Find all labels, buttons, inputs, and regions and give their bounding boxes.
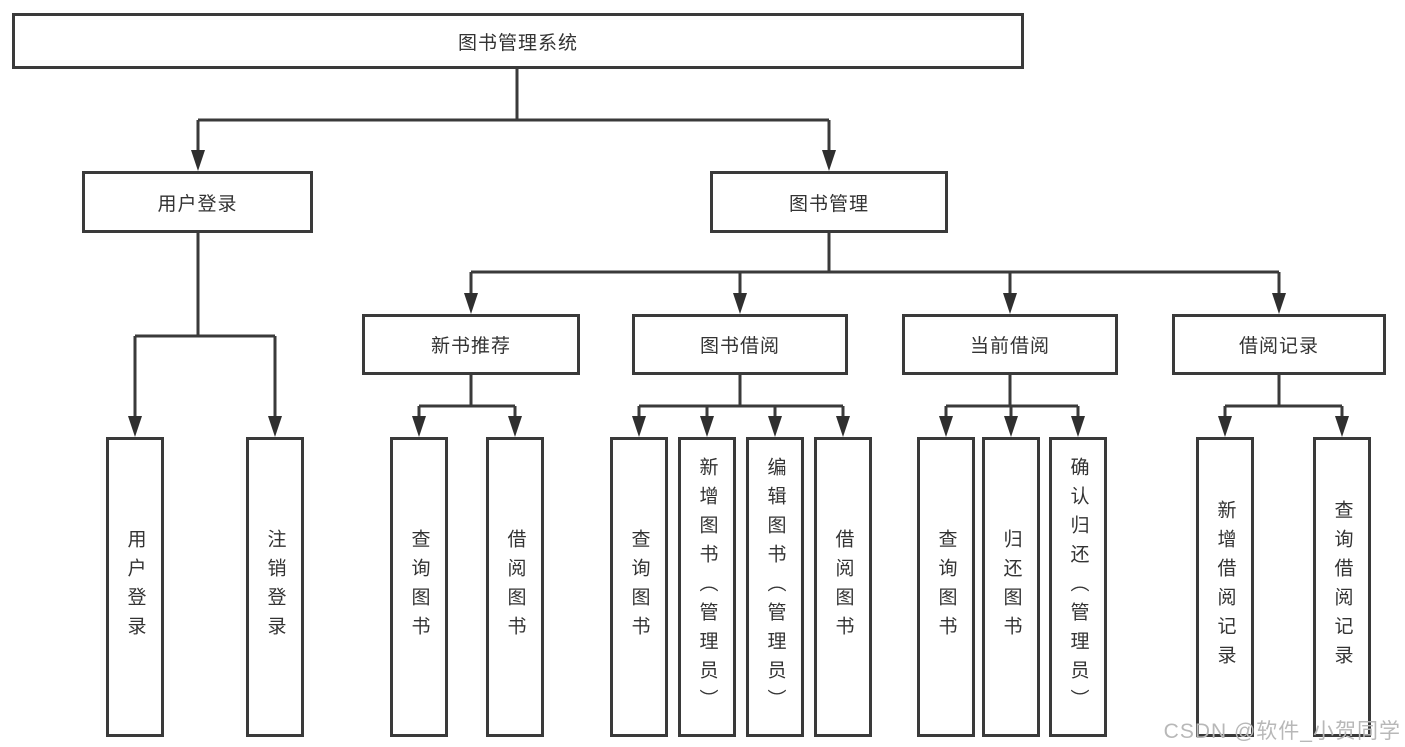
node-current-borrowing: 当前借阅 (902, 314, 1118, 375)
node-label: 新增图书（管理员） (696, 456, 718, 718)
node-label: 用户登录 (124, 529, 146, 645)
node-label: 注销登录 (264, 529, 286, 645)
node-book-borrowing: 图书借阅 (632, 314, 848, 375)
leaf-add-borrow-record: 新增借阅记录 (1196, 437, 1254, 737)
node-label: 查询图书 (408, 529, 430, 645)
node-label: 归还图书 (1000, 529, 1022, 645)
node-label: 图书管理系统 (457, 32, 578, 54)
node-new-book-recommendation: 新书推荐 (362, 314, 580, 375)
node-user-login: 用户登录 (82, 171, 313, 233)
leaf-confirm-return-admin: 确认归还（管理员） (1049, 437, 1107, 737)
node-label: 用户登录 (157, 193, 238, 215)
node-label: 新书推荐 (430, 336, 511, 357)
node-label: 编辑图书（管理员） (764, 456, 786, 718)
leaf-query-books-recommend: 查询图书 (390, 437, 448, 737)
node-label: 当前借阅 (969, 336, 1050, 357)
node-label: 新增借阅记录 (1214, 500, 1236, 674)
csdn-watermark: CSDN @软件_小贺同学 (1163, 720, 1401, 743)
node-label: 查询借阅记录 (1331, 500, 1353, 674)
node-label: 借阅记录 (1238, 336, 1319, 357)
leaf-query-books-borrowing: 查询图书 (610, 437, 668, 737)
node-label: 借阅图书 (832, 529, 854, 645)
leaf-edit-book-admin: 编辑图书（管理员） (746, 437, 804, 737)
node-label: 查询图书 (628, 529, 650, 645)
leaf-return-books: 归还图书 (982, 437, 1040, 737)
node-root-library-system: 图书管理系统 (12, 13, 1024, 69)
node-label: 图书借阅 (699, 336, 780, 357)
node-label: 确认归还（管理员） (1067, 456, 1089, 718)
leaf-borrow-books-recommend: 借阅图书 (486, 437, 544, 737)
node-label: 借阅图书 (504, 529, 526, 645)
leaf-user-login: 用户登录 (106, 437, 164, 737)
node-borrowing-records: 借阅记录 (1172, 314, 1386, 375)
node-label: 查询图书 (935, 529, 957, 645)
arrowheads (128, 150, 1349, 437)
node-book-management: 图书管理 (710, 171, 948, 233)
leaf-borrow-books-borrowing: 借阅图书 (814, 437, 872, 737)
leaf-logout: 注销登录 (246, 437, 304, 737)
leaf-query-books-current: 查询图书 (917, 437, 975, 737)
leaf-query-borrow-record: 查询借阅记录 (1313, 437, 1371, 737)
node-label: 图书管理 (788, 193, 869, 215)
leaf-add-book-admin: 新增图书（管理员） (678, 437, 736, 737)
